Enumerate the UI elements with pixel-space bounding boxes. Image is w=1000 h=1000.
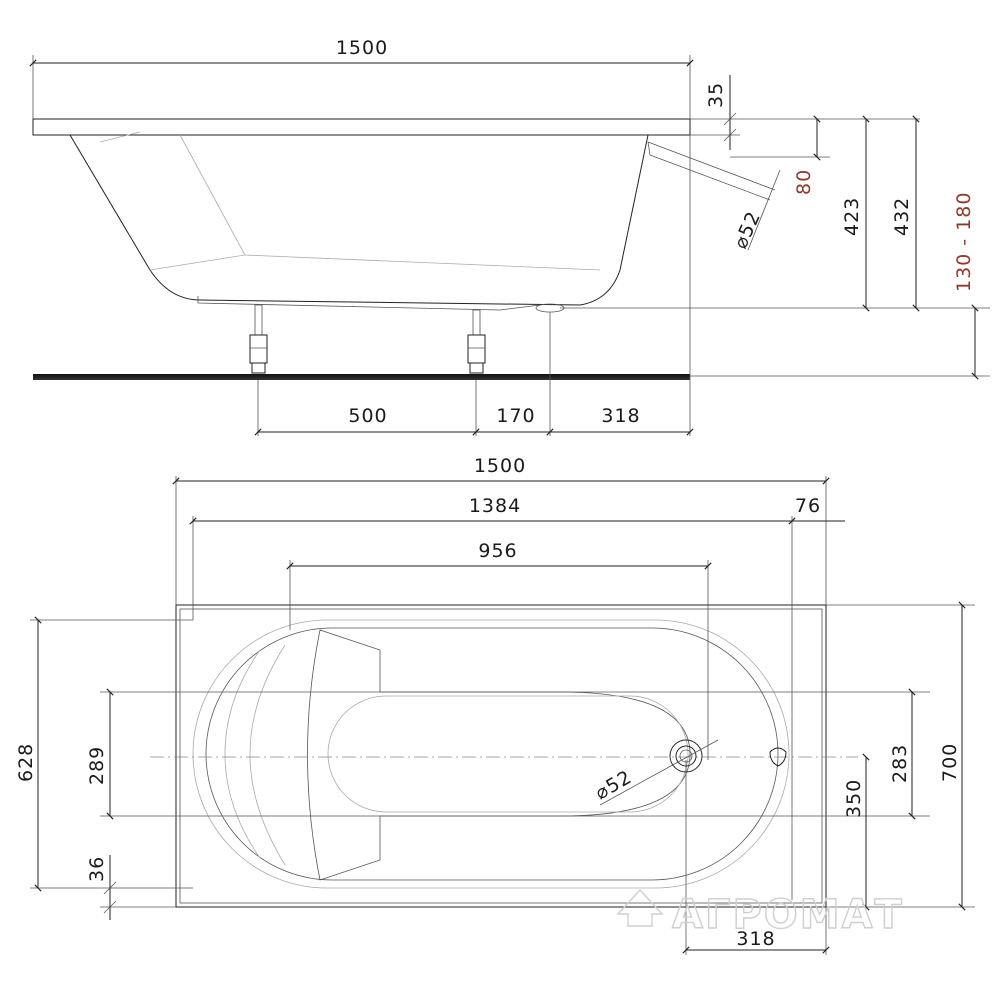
- support-leg-left: [249, 304, 268, 374]
- inner-length-label: 1384: [469, 495, 521, 517]
- drain-to-leg-label: 170: [496, 405, 535, 427]
- inner-width-label: 628: [15, 743, 37, 782]
- bathtub-bowl-top: [192, 619, 790, 889]
- floor-line: [33, 374, 690, 380]
- top-length-label: 1500: [474, 455, 526, 477]
- top-drain-offset-label: 318: [736, 928, 775, 950]
- rim-offset-label: 76: [795, 495, 821, 517]
- bottom-length-label: 956: [478, 540, 517, 562]
- bathtub-outline-top: [175, 604, 827, 908]
- watermark: АГРОМАТ: [616, 888, 904, 939]
- bathtub-rim-side: [32, 118, 691, 136]
- bathtub-body-side: [69, 134, 649, 306]
- bathtub-bottom-pan: [307, 629, 691, 881]
- center-to-edge-label: 350: [843, 779, 865, 818]
- leg-range-label: 130 - 180: [953, 192, 975, 292]
- side-length-label: 1500: [336, 37, 388, 59]
- top-drain-diameter-label: ⌀52: [592, 766, 636, 804]
- overflow-height-label: 80: [793, 169, 815, 195]
- support-leg-right: [467, 309, 486, 374]
- total-depth-label: 432: [891, 197, 913, 236]
- leg-spacing-label: 500: [348, 405, 387, 427]
- rim-side-label: 36: [86, 856, 108, 882]
- inner-bottom-width-label: 283: [889, 744, 911, 783]
- side-drain-diameter-label: ⌀52: [729, 208, 765, 252]
- watermark-logo-icon: [616, 888, 664, 927]
- inner-depth-label: 423: [841, 197, 863, 236]
- rim-thickness-label: 35: [705, 82, 727, 108]
- side-view: 1500 35 80 ⌀52 423 432 130 - 180 500 170…: [29, 37, 990, 436]
- watermark-text: АГРОМАТ: [672, 892, 904, 938]
- side-drain-offset-label: 318: [601, 405, 640, 427]
- overflow-top: [769, 747, 787, 767]
- top-view: 1500 1384 76 956 628 289 36 ⌀52 350 283 …: [15, 455, 975, 955]
- overflow-pipe: [647, 141, 776, 201]
- overall-width-label: 700: [939, 743, 961, 782]
- bottom-width-label: 289: [86, 746, 108, 785]
